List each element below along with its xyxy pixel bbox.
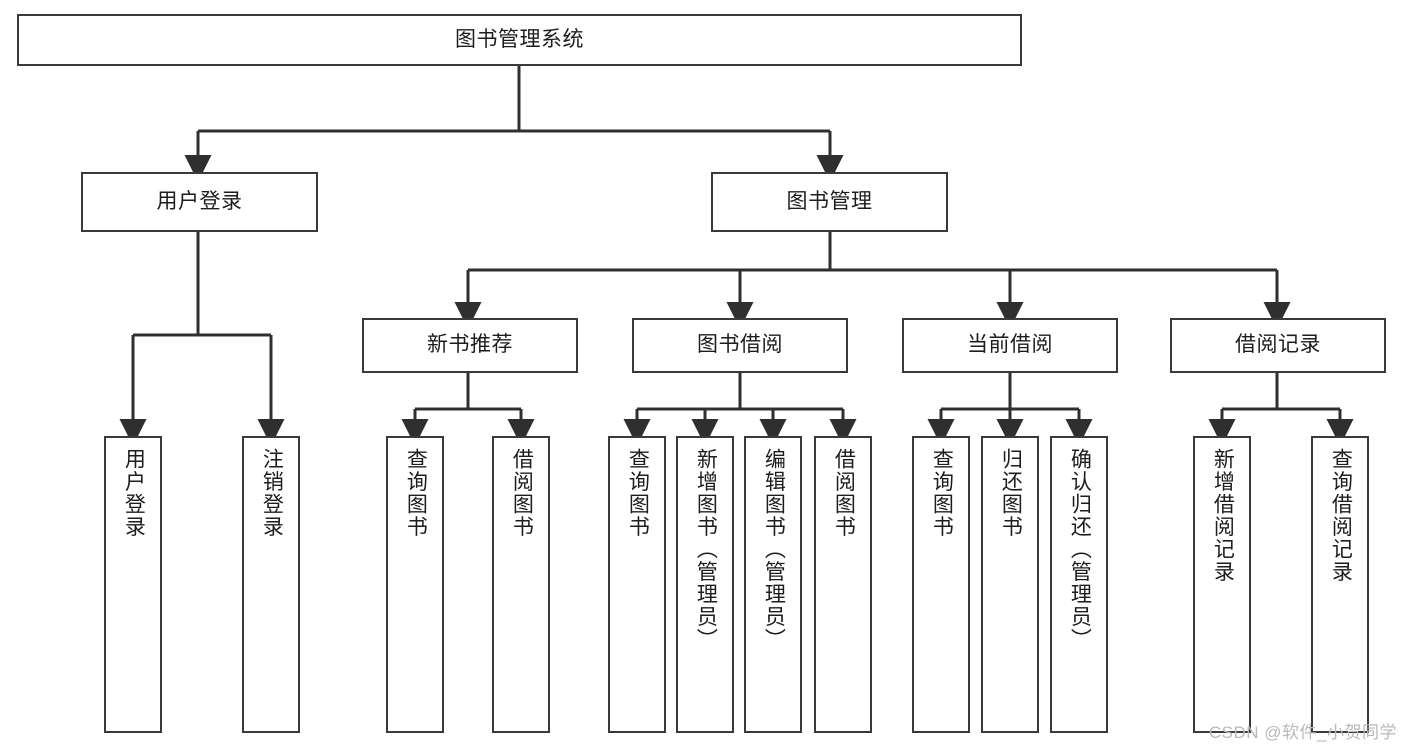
node-leaf-logout[interactable]: 注销登录 xyxy=(242,436,300,733)
node-leaf-borrow-book-2[interactable]: 借阅图书 xyxy=(814,436,872,733)
node-leaf-add-record-label: 新增借阅记录 xyxy=(1211,448,1235,583)
node-root[interactable]: 图书管理系统 xyxy=(17,14,1022,66)
node-leaf-query-book-2-label: 查询图书 xyxy=(626,448,650,538)
node-leaf-query-book-2[interactable]: 查询图书 xyxy=(608,436,666,733)
node-borrow-record[interactable]: 借阅记录 xyxy=(1170,318,1386,373)
node-leaf-borrow-book-2-label: 借阅图书 xyxy=(832,448,856,538)
node-leaf-add-book[interactable]: 新增图书（管理员） xyxy=(676,436,734,733)
node-leaf-query-record[interactable]: 查询借阅记录 xyxy=(1311,436,1369,733)
node-new-book-recommend-label: 新书推荐 xyxy=(427,333,513,357)
node-borrow-record-label: 借阅记录 xyxy=(1235,333,1321,357)
node-leaf-add-record[interactable]: 新增借阅记录 xyxy=(1193,436,1251,733)
node-leaf-query-book-1-label: 查询图书 xyxy=(404,448,428,538)
node-leaf-confirm-return-label: 确认归还（管理员） xyxy=(1068,448,1092,651)
node-leaf-confirm-return[interactable]: 确认归还（管理员） xyxy=(1050,436,1108,733)
node-book-borrow-label: 图书借阅 xyxy=(697,333,783,357)
node-leaf-logout-label: 注销登录 xyxy=(260,448,284,538)
node-current-borrow-label: 当前借阅 xyxy=(967,333,1053,357)
node-leaf-add-book-label: 新增图书（管理员） xyxy=(694,448,718,651)
node-leaf-borrow-book-1-label: 借阅图书 xyxy=(510,448,534,538)
node-leaf-query-record-label: 查询借阅记录 xyxy=(1329,448,1353,583)
node-root-label: 图书管理系统 xyxy=(455,27,584,51)
node-current-borrow[interactable]: 当前借阅 xyxy=(902,318,1118,373)
node-leaf-user-login-label: 用户登录 xyxy=(122,448,146,538)
node-user-login-label: 用户登录 xyxy=(156,189,243,213)
node-user-login[interactable]: 用户登录 xyxy=(81,172,318,232)
node-leaf-query-book-1[interactable]: 查询图书 xyxy=(386,436,444,733)
node-new-book-recommend[interactable]: 新书推荐 xyxy=(362,318,578,373)
node-leaf-edit-book-label: 编辑图书（管理员） xyxy=(762,448,786,651)
node-leaf-return-book[interactable]: 归还图书 xyxy=(981,436,1039,733)
node-leaf-query-book-3-label: 查询图书 xyxy=(930,448,954,538)
node-book-manage-label: 图书管理 xyxy=(786,189,873,213)
node-leaf-query-book-3[interactable]: 查询图书 xyxy=(912,436,970,733)
node-book-borrow[interactable]: 图书借阅 xyxy=(632,318,848,373)
node-leaf-borrow-book-1[interactable]: 借阅图书 xyxy=(492,436,550,733)
node-leaf-user-login[interactable]: 用户登录 xyxy=(104,436,162,733)
csdn-watermark: CSDN @软件_小贺同学 xyxy=(1208,723,1397,742)
node-book-manage[interactable]: 图书管理 xyxy=(711,172,948,232)
node-leaf-edit-book[interactable]: 编辑图书（管理员） xyxy=(744,436,802,733)
node-leaf-return-book-label: 归还图书 xyxy=(999,448,1023,538)
